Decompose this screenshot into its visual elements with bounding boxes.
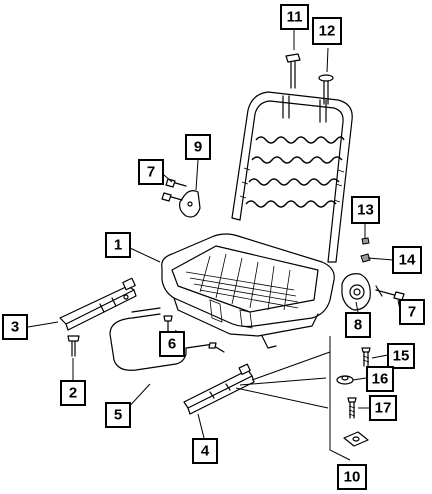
callout-9: 9 (185, 134, 211, 160)
left-seat-track (59, 277, 137, 331)
callout-label-6: 6 (168, 336, 176, 353)
right-seat-track (183, 363, 255, 415)
fastener-16 (336, 375, 354, 385)
callout-label-3: 3 (11, 319, 19, 336)
small-clips (360, 237, 371, 263)
callout-label-15: 15 (393, 348, 410, 365)
callout-17: 17 (369, 395, 397, 421)
fastener-17 (347, 397, 357, 419)
fastener-10 (343, 431, 369, 447)
headrest-guides (285, 53, 334, 105)
callout-7-upper: 7 (138, 159, 164, 185)
bolt-2 (67, 335, 80, 357)
recliner-assembly (341, 273, 405, 311)
leader-lines (27, 30, 401, 461)
callout-label-14: 14 (399, 252, 416, 269)
callout-label-16: 16 (372, 371, 389, 388)
callout-6: 6 (159, 331, 185, 357)
callout-label-7-lower: 7 (408, 304, 416, 321)
callout-16: 16 (366, 366, 394, 392)
callout-15: 15 (387, 343, 415, 369)
callout-11: 11 (280, 4, 309, 30)
callout-label-17: 17 (375, 400, 392, 417)
callout-2: 2 (60, 380, 86, 406)
callout-3: 3 (2, 314, 28, 340)
fastener-15 (361, 347, 371, 367)
callout-5: 5 (105, 402, 131, 428)
callout-label-10: 10 (344, 469, 361, 486)
callout-label-12: 12 (319, 23, 336, 40)
callout-label-1: 1 (114, 237, 122, 254)
callout-12: 12 (312, 17, 342, 45)
callout-10: 10 (337, 464, 367, 490)
callout-label-13: 13 (357, 202, 374, 219)
callout-label-2: 2 (69, 385, 77, 402)
callout-14: 14 (392, 246, 422, 274)
callout-label-7-upper: 7 (147, 164, 155, 181)
side-shield (161, 178, 201, 218)
callout-1: 1 (105, 232, 131, 258)
callout-7-lower: 7 (399, 299, 425, 325)
seat-cushion-frame (161, 233, 335, 349)
callout-label-9: 9 (194, 139, 202, 156)
callout-4: 4 (192, 438, 218, 464)
callout-label-5: 5 (114, 407, 122, 424)
bolts-6 (163, 315, 225, 353)
callout-8: 8 (345, 312, 371, 338)
seat-back-frame (231, 91, 353, 263)
callout-label-4: 4 (201, 443, 210, 460)
callout-label-11: 11 (287, 9, 303, 26)
callout-13: 13 (351, 196, 380, 224)
callout-label-8: 8 (354, 317, 362, 334)
